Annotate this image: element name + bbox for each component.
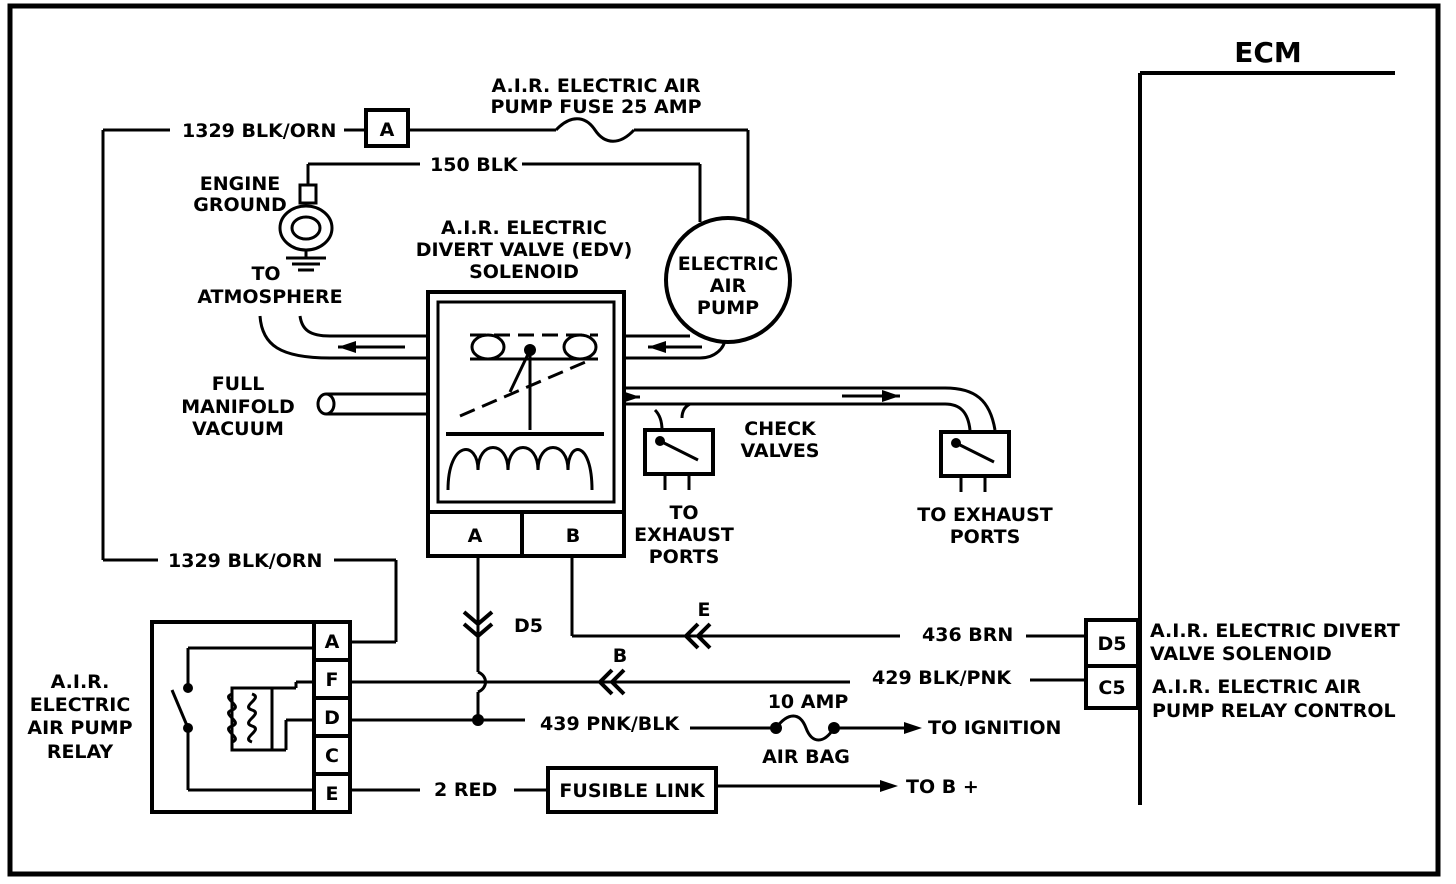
edv-pin-b: B	[566, 525, 580, 547]
ecm-pin-c5: C5	[1098, 677, 1125, 699]
air-pump-relay: A F D C E	[150, 620, 352, 814]
relay-label-4: RELAY	[47, 741, 114, 763]
relay-pin-f: F	[326, 669, 339, 691]
connector-d5-label: D5	[514, 615, 543, 637]
relay-pin-d: D	[324, 707, 340, 729]
pump-label-2: AIR	[710, 275, 747, 297]
edv-label-3: SOLENOID	[469, 261, 579, 283]
atmosphere-label-2: ATMOSPHERE	[197, 286, 342, 308]
engine-ground-label-1: ENGINE	[200, 173, 280, 195]
exhaust1-label-1: TO	[669, 502, 698, 524]
check-valves-label-1: CHECK	[744, 418, 817, 440]
pump-label-3: PUMP	[697, 297, 759, 319]
ecm-c5-desc-2: PUMP RELAY CONTROL	[1152, 700, 1396, 722]
engine-ground-label-2: GROUND	[193, 194, 286, 216]
atmosphere-label-1: TO	[251, 263, 280, 285]
vacuum-label-2: MANIFOLD	[181, 396, 295, 418]
wire-2-red: 2 RED FUSIBLE LINK TO B +	[348, 766, 979, 814]
relay-label-3: AIR PUMP	[27, 717, 132, 739]
vacuum-label-1: FULL	[212, 373, 265, 395]
ecm-title: ECM	[1234, 36, 1302, 69]
wire-429-blk-pnk: 429 BLK/PNK B	[348, 645, 1086, 696]
ecm-d5-desc-2: VALVE SOLENOID	[1150, 643, 1332, 665]
wire-1329-top: 1329 BLK/ORN A	[101, 108, 750, 560]
check-valves-label-2: VALVES	[741, 440, 820, 462]
edv-solenoid: A B	[426, 290, 626, 558]
ecm-pin-d5: D5	[1098, 633, 1127, 655]
battery-label: TO B +	[906, 776, 979, 798]
wire-439-pnk-blk: 439 PNK/BLK TO IGNITION 10 AMP AIR BAG	[348, 691, 1061, 768]
relay-pin-c: C	[325, 745, 339, 767]
connector-a-top	[364, 108, 410, 148]
engine-ground-icon	[278, 183, 334, 272]
airbag-fuse-amp: 10 AMP	[768, 691, 849, 713]
relay-pin-e: E	[326, 783, 339, 805]
ignition-label: TO IGNITION	[928, 717, 1061, 739]
wire-d5: D5	[462, 556, 543, 720]
wire-1329-bottom-label: 1329 BLK/ORN	[168, 550, 322, 572]
check-valve-1	[643, 428, 715, 490]
wire-436-label: 436 BRN	[922, 624, 1013, 646]
ecm-c5-desc-1: A.I.R. ELECTRIC AIR	[1152, 676, 1361, 698]
wire-150-label: 150 BLK	[430, 154, 519, 176]
pump-fuse-label-1: A.I.R. ELECTRIC AIR	[491, 75, 700, 97]
check-valve-2	[939, 430, 1011, 492]
wire-439-label: 439 PNK/BLK	[540, 713, 680, 735]
wire-1329-top-label: 1329 BLK/ORN	[182, 120, 336, 142]
ecm-connector: D5 C5	[1084, 618, 1140, 710]
air-hoses	[258, 315, 997, 431]
relay-label-2: ELECTRIC	[30, 694, 131, 716]
pump-fuse-label-2: PUMP FUSE 25 AMP	[490, 96, 701, 118]
diagram-frame	[7, 3, 1441, 877]
exhaust2-label-2: PORTS	[950, 526, 1021, 548]
wire-150-blk: 150 BLK	[306, 154, 702, 222]
wire-429-label: 429 BLK/PNK	[872, 667, 1012, 689]
relay-pin-a: A	[325, 631, 340, 653]
airbag-fuse-label: AIR BAG	[762, 746, 850, 768]
edv-label-2: DIVERT VALVE (EDV)	[416, 239, 633, 261]
edv-pin-a: A	[468, 525, 483, 547]
exhaust1-label-3: PORTS	[649, 546, 720, 568]
exhaust2-label-1: TO EXHAUST	[917, 504, 1052, 526]
wire-1329-bottom: 1329 BLK/ORN	[103, 550, 398, 644]
connector-e-label: E	[698, 599, 711, 621]
pump-fuse-symbol	[554, 117, 636, 143]
fusible-link	[546, 766, 718, 814]
wire-2red-label: 2 RED	[434, 779, 497, 801]
airbag-fuse-symbol	[774, 714, 836, 742]
vacuum-label-3: VACUUM	[192, 418, 284, 440]
electric-air-pump: ELECTRIC AIR PUMP	[664, 216, 792, 344]
connector-b-label: B	[613, 645, 627, 667]
exhaust1-label-2: EXHAUST	[634, 524, 734, 546]
pump-label-1: ELECTRIC	[678, 253, 779, 275]
edv-label-1: A.I.R. ELECTRIC	[441, 217, 607, 239]
wire-436-brn: 436 BRN E	[570, 556, 1086, 650]
ecm-d5-desc-1: A.I.R. ELECTRIC DIVERT	[1150, 620, 1400, 642]
relay-label-1: A.I.R.	[51, 671, 110, 693]
fusible-link-label: FUSIBLE LINK	[559, 780, 705, 802]
connector-a-top-label: A	[380, 119, 395, 141]
